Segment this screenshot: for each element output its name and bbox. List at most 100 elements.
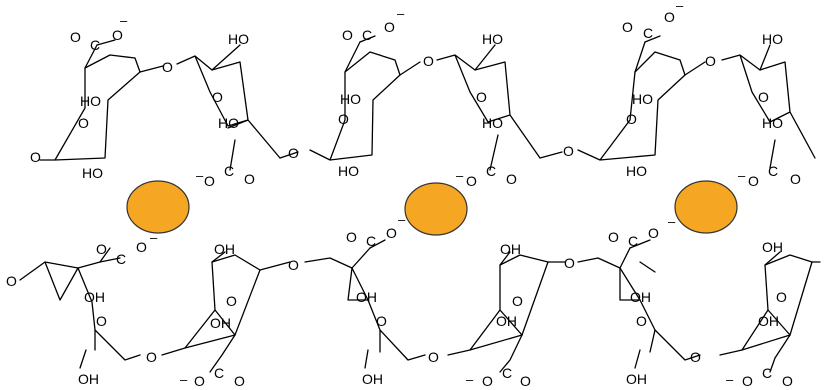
atom-OH: OH xyxy=(630,289,651,305)
atom-OH: OH xyxy=(762,239,783,255)
atom-C: C xyxy=(362,27,372,43)
atom-C: C xyxy=(116,251,126,267)
calcium-ion-3 xyxy=(674,180,738,234)
atom-OH: OH xyxy=(626,371,647,387)
atom-O: O xyxy=(690,349,701,365)
atom-O: O xyxy=(342,27,353,43)
atom-HO: HO xyxy=(228,31,249,47)
atom-O: O xyxy=(563,143,574,159)
atom-C: C xyxy=(643,25,653,41)
atom-O: O xyxy=(288,257,299,273)
atom-O: O xyxy=(476,89,487,105)
atom-O: O xyxy=(384,19,395,35)
molecular-bonds xyxy=(19,35,821,373)
atom-O: O xyxy=(705,53,716,69)
atom-O: O xyxy=(423,53,434,69)
atom-O: O xyxy=(636,313,647,329)
atom-O: O xyxy=(622,19,633,35)
charge-minus: – xyxy=(196,168,204,183)
atom-O: O xyxy=(234,373,245,389)
atom-HO: HO xyxy=(482,115,503,131)
atom-OH: OH xyxy=(78,371,99,387)
atom-O: O xyxy=(194,373,205,389)
atom-HO: HO xyxy=(626,163,647,179)
atom-O: O xyxy=(346,229,357,245)
atom-HO: HO xyxy=(338,163,359,179)
atom-O: O xyxy=(626,111,637,127)
calcium-ion-1 xyxy=(126,180,190,234)
charge-minus: – xyxy=(738,168,746,183)
atom-O: O xyxy=(466,173,477,189)
atom-O: O xyxy=(244,171,255,187)
atom-O: O xyxy=(648,225,659,241)
atom-O: O xyxy=(6,273,17,289)
atom-O: O xyxy=(70,29,81,45)
charge-minus: – xyxy=(120,13,128,28)
atom-O: O xyxy=(512,293,523,309)
charge-minus: – xyxy=(668,214,676,229)
atom-OH: OH xyxy=(214,241,235,257)
atom-O: O xyxy=(758,89,769,105)
atom-O: O xyxy=(782,373,793,389)
atom-HO: HO xyxy=(482,31,503,47)
atom-OH: OH xyxy=(210,315,231,331)
atom-O: O xyxy=(506,171,517,187)
calcium-ions xyxy=(126,180,738,236)
atom-O: O xyxy=(78,115,89,131)
atom-C: C xyxy=(214,365,224,381)
atom-HO: HO xyxy=(762,31,783,47)
atom-O: O xyxy=(376,313,387,329)
atom-O: O xyxy=(776,289,787,305)
atom-HO: HO xyxy=(632,91,653,107)
atom-OH: OH xyxy=(356,289,377,305)
atom-HO: HO xyxy=(82,165,103,181)
charge-minus: – xyxy=(398,212,406,227)
atom-HO: HO xyxy=(80,93,101,109)
atom-OH: OH xyxy=(500,241,521,257)
atom-O: O xyxy=(204,173,215,189)
atom-O: O xyxy=(226,293,237,309)
atom-O: O xyxy=(212,89,223,105)
charge-minus: – xyxy=(180,372,188,387)
atom-HO: HO xyxy=(762,115,783,131)
atom-O: O xyxy=(112,27,123,43)
atom-C: C xyxy=(486,163,496,179)
atom-O: O xyxy=(30,149,41,165)
atom-O: O xyxy=(564,255,575,271)
charge-minus: – xyxy=(150,230,158,245)
charge-minus: – xyxy=(466,372,474,387)
atom-O: O xyxy=(96,313,107,329)
atom-O: O xyxy=(664,9,675,25)
atom-O: O xyxy=(288,145,299,161)
atom-O: O xyxy=(742,373,753,389)
atom-O: O xyxy=(520,373,531,389)
atom-HO: HO xyxy=(218,115,239,131)
atom-C: C xyxy=(502,365,512,381)
atom-OH: OH xyxy=(84,289,105,305)
atom-C: C xyxy=(762,365,772,381)
charge-minus: – xyxy=(456,168,464,183)
atom-O: O xyxy=(338,111,349,127)
charge-minus: – xyxy=(726,372,734,387)
atom-OH: OH xyxy=(758,313,779,329)
atom-O: O xyxy=(136,239,147,255)
atom-C: C xyxy=(768,163,778,179)
atom-C: C xyxy=(224,163,234,179)
atom-C: C xyxy=(90,37,100,53)
atom-O: O xyxy=(482,373,493,389)
atom-O: O xyxy=(386,225,397,241)
atom-OH: OH xyxy=(496,313,517,329)
atom-O: O xyxy=(146,349,157,365)
calcium-ion-2 xyxy=(404,182,468,236)
atom-O: O xyxy=(96,241,107,257)
atom-O: O xyxy=(790,171,801,187)
atom-C: C xyxy=(366,233,376,249)
atom-O: O xyxy=(748,173,759,189)
charge-minus: – xyxy=(397,6,405,21)
atom-O: O xyxy=(608,229,619,245)
atom-HO: HO xyxy=(340,91,361,107)
atom-O: O xyxy=(428,349,439,365)
charge-minus: – xyxy=(676,0,684,13)
